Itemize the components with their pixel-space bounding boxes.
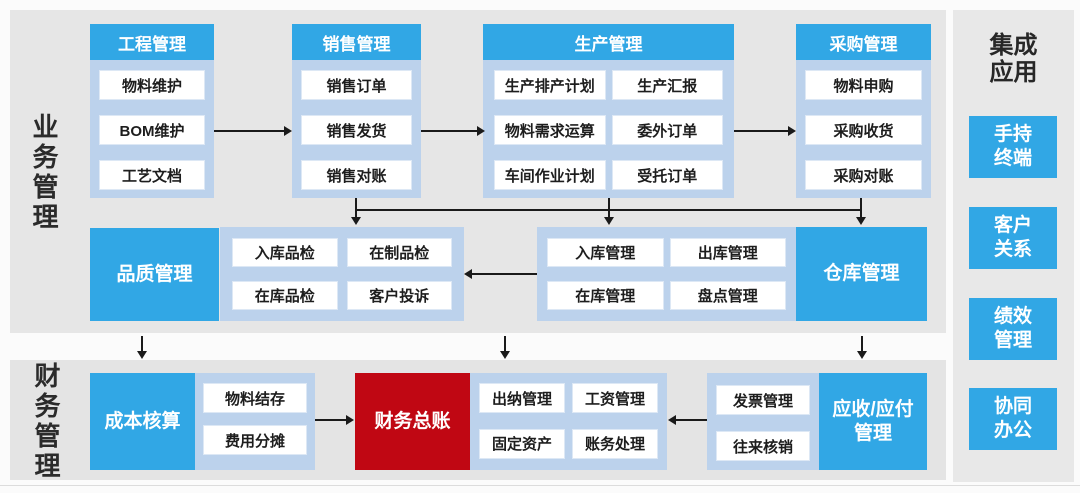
integration-title: 集成 应用 bbox=[989, 32, 1038, 86]
module-item: 委外订单 bbox=[611, 115, 723, 145]
arrow-production-to-purchase bbox=[734, 130, 788, 132]
production-module-group: 生产管理 生产排产计划 物料需求运算 车间作业计划 生产汇报 委外订单 受托订单 bbox=[483, 24, 734, 198]
module-item: 销售发货 bbox=[301, 115, 412, 145]
module-item: BOM维护 bbox=[99, 115, 205, 145]
module-item: 销售订单 bbox=[301, 70, 412, 100]
module-item: 客户投诉 bbox=[346, 280, 452, 310]
general-ledger-header: 财务总账 bbox=[355, 373, 470, 470]
arrow-production-down bbox=[608, 198, 610, 217]
module-item: 生产排产计划 bbox=[494, 70, 606, 100]
module-item: 在库品检 bbox=[232, 280, 338, 310]
module-item: 出纳管理 bbox=[479, 383, 565, 413]
module-item: 费用分摊 bbox=[203, 425, 307, 455]
purchase-module-group: 采购管理 物料申购 采购收货 采购对账 bbox=[796, 24, 931, 198]
integration-app-handheld: 手持 终端 bbox=[969, 116, 1057, 178]
arrowhead-right-icon bbox=[477, 126, 485, 136]
sales-module-header: 销售管理 bbox=[292, 24, 421, 60]
integration-app-crm: 客户 关系 bbox=[969, 207, 1057, 269]
module-item: 在库管理 bbox=[547, 280, 664, 310]
purchase-module-header: 采购管理 bbox=[796, 24, 931, 60]
module-item: 销售对账 bbox=[301, 160, 412, 190]
bottom-divider-line bbox=[0, 485, 1080, 486]
arrow-receivable-to-ledger bbox=[676, 419, 707, 421]
quality-module-header: 品质管理 bbox=[90, 228, 219, 321]
production-module-header: 生产管理 bbox=[483, 24, 734, 60]
arrowhead-left-icon bbox=[668, 415, 676, 425]
module-item: 生产汇报 bbox=[611, 70, 723, 100]
arrowhead-right-icon bbox=[788, 126, 796, 136]
arrowhead-down-icon bbox=[137, 351, 147, 359]
arrowhead-down-icon bbox=[604, 217, 614, 225]
arrow-middle-to-ledger-items bbox=[504, 336, 506, 352]
module-item: 固定资产 bbox=[479, 428, 565, 459]
module-item: 盘点管理 bbox=[669, 280, 786, 310]
engineering-module-group: 工程管理 物料维护 BOM维护 工艺文档 bbox=[90, 24, 214, 198]
arrow-warehouse-to-receivable bbox=[861, 336, 863, 352]
module-item: 物料申购 bbox=[805, 70, 922, 100]
quality-module-items: 入库品检 在制品检 在库品检 客户投诉 bbox=[220, 227, 464, 321]
module-item: 出库管理 bbox=[669, 238, 786, 267]
sales-module-group: 销售管理 销售订单 销售发货 销售对账 bbox=[292, 24, 421, 198]
cost-module-header: 成本核算 bbox=[90, 373, 195, 470]
module-item: 物料维护 bbox=[99, 70, 205, 100]
module-item: 车间作业计划 bbox=[494, 160, 606, 190]
integration-app-oa: 协同 办公 bbox=[969, 388, 1057, 450]
business-section-label: 业务管理 bbox=[29, 113, 59, 233]
arrow-purchase-down bbox=[860, 198, 862, 217]
arrowhead-down-icon bbox=[351, 217, 361, 225]
arrowhead-right-icon bbox=[346, 415, 354, 425]
engineering-module-header: 工程管理 bbox=[90, 24, 214, 60]
arrow-sales-to-production bbox=[421, 130, 477, 132]
warehouse-module-items: 入库管理 出库管理 在库管理 盘点管理 bbox=[537, 227, 796, 321]
arrow-cost-to-ledger bbox=[315, 419, 346, 421]
module-item: 账务处理 bbox=[572, 428, 658, 459]
module-item: 在制品检 bbox=[346, 238, 452, 267]
arrow-engineering-to-sales bbox=[214, 130, 284, 132]
module-item: 采购对账 bbox=[805, 160, 922, 190]
arrowhead-down-icon bbox=[857, 351, 867, 359]
ledger-module-items: 出纳管理 工资管理 固定资产 账务处理 bbox=[470, 373, 667, 470]
module-item: 受托订单 bbox=[611, 160, 723, 190]
arrowhead-right-icon bbox=[284, 126, 292, 136]
arrowhead-left-icon bbox=[464, 269, 472, 279]
arrowhead-down-icon bbox=[856, 217, 866, 225]
module-item: 采购收货 bbox=[805, 115, 922, 145]
receivable-payable-header: 应收/应付 管理 bbox=[819, 373, 927, 470]
arrow-quality-to-cost bbox=[141, 336, 143, 352]
module-item: 往来核销 bbox=[716, 431, 810, 461]
cost-module-items: 物料结存 费用分摊 bbox=[195, 373, 315, 470]
module-item: 入库品检 bbox=[232, 238, 338, 267]
arrow-sales-down bbox=[355, 198, 357, 217]
finance-section-label: 财务管理 bbox=[31, 362, 61, 482]
module-item: 物料结存 bbox=[203, 383, 307, 413]
module-item: 物料需求运算 bbox=[494, 115, 606, 145]
module-item: 发票管理 bbox=[716, 385, 810, 415]
receivable-module-items: 发票管理 往来核销 bbox=[707, 373, 819, 470]
arrowhead-down-icon bbox=[500, 351, 510, 359]
module-item: 工艺文档 bbox=[99, 160, 205, 190]
module-item: 工资管理 bbox=[572, 383, 658, 413]
arrow-warehouse-to-quality bbox=[472, 273, 537, 275]
warehouse-module-header: 仓库管理 bbox=[796, 227, 927, 321]
module-item: 入库管理 bbox=[547, 238, 664, 267]
integration-app-performance: 绩效 管理 bbox=[969, 298, 1057, 360]
